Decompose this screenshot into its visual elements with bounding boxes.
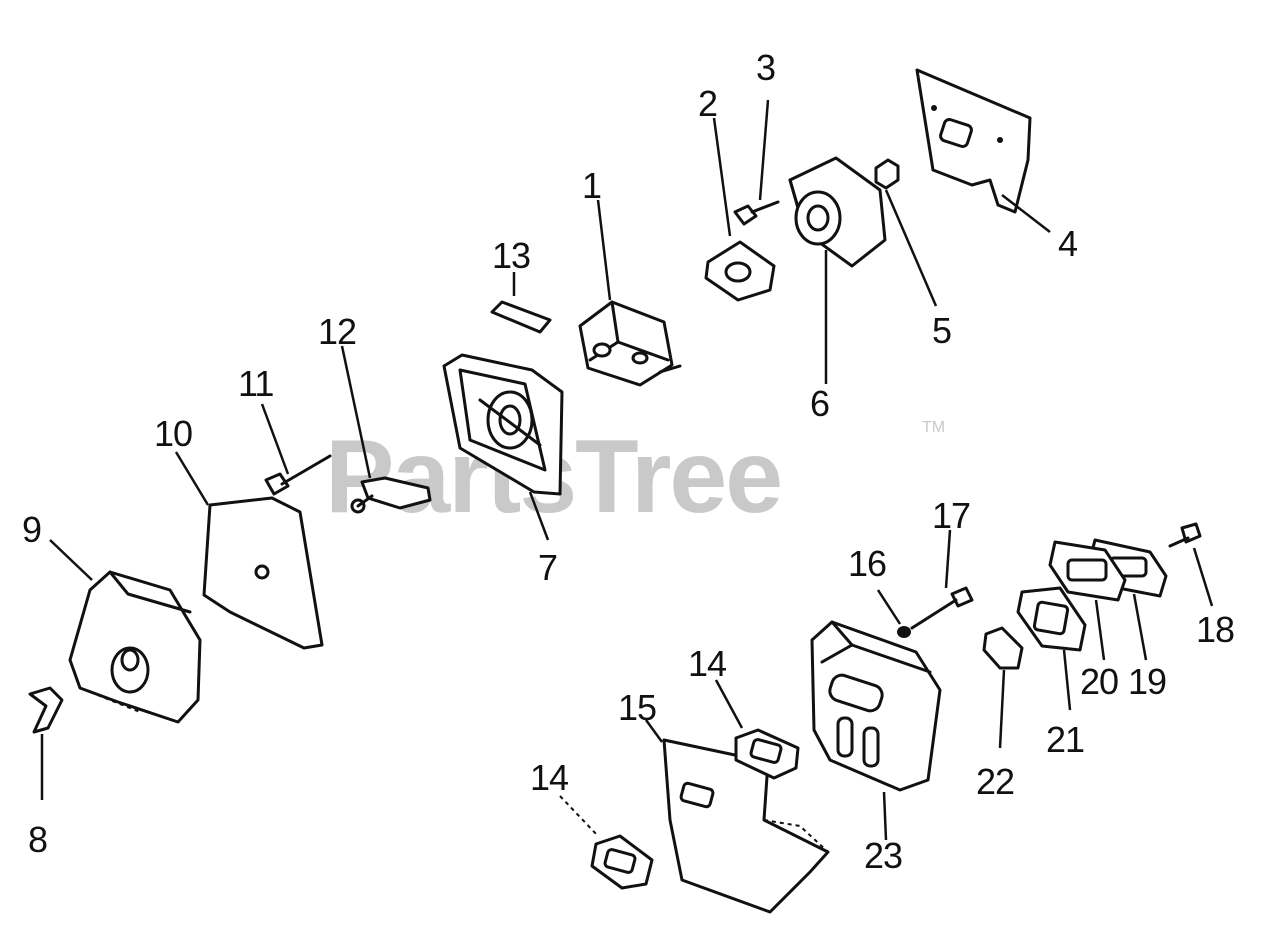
part-20-plate [1048,540,1127,661]
part-14-gasket-lower [559,795,654,890]
callout-9: 9 [22,509,41,550]
watermark-trademark: TM [922,419,945,436]
callout-4: 4 [1058,223,1077,264]
part-23-muffler [810,620,942,841]
callout-5: 5 [932,310,951,351]
part-1-carburetor [578,199,682,387]
callout-19: 19 [1128,661,1166,702]
part-18-screw [1168,522,1214,607]
part-14-gasket-upper [714,679,800,780]
part-10-filter-gasket [174,451,324,650]
callout-14-lower: 14 [530,757,568,798]
part-15-heat-shield [644,719,830,914]
callout-15: 15 [618,687,656,728]
part-9-cover [49,539,202,724]
part-12-choke-lever [340,345,432,514]
callout-16: 16 [848,543,886,584]
callout-11: 11 [238,363,273,404]
callout-13: 13 [492,235,530,276]
callout-17: 17 [932,495,970,536]
part-16-washer [876,589,911,638]
part-17-screw [910,529,974,630]
callout-14-upper: 14 [688,643,726,684]
part-5-nut [874,158,938,307]
callout-20: 20 [1080,661,1118,702]
part-11-bolt [260,403,332,496]
callout-18: 18 [1196,609,1234,650]
part-22-plate [982,626,1024,749]
callout-23: 23 [864,835,902,876]
part-6-adapter [788,156,887,384]
part-4-gasket [915,68,1051,233]
part-8-clip [28,686,64,800]
callout-21: 21 [1046,719,1084,760]
callout-7: 7 [538,547,557,588]
callout-1: 1 [582,165,601,206]
callout-2: 2 [698,83,717,124]
callout-8: 8 [28,819,47,860]
callout-22: 22 [976,761,1014,802]
part-21-gasket [1016,586,1087,711]
callout-10: 10 [154,413,192,454]
callout-3: 3 [756,47,775,88]
part-7-airbox [442,353,564,541]
part-3-screw [733,99,780,226]
part-13-filter [490,272,552,334]
callout-labels: 1 2 3 4 5 6 7 8 9 10 11 12 13 14 14 15 1… [22,47,1235,876]
callout-6: 6 [810,383,829,424]
part-2-gasket [704,117,776,302]
callout-12: 12 [318,311,356,352]
